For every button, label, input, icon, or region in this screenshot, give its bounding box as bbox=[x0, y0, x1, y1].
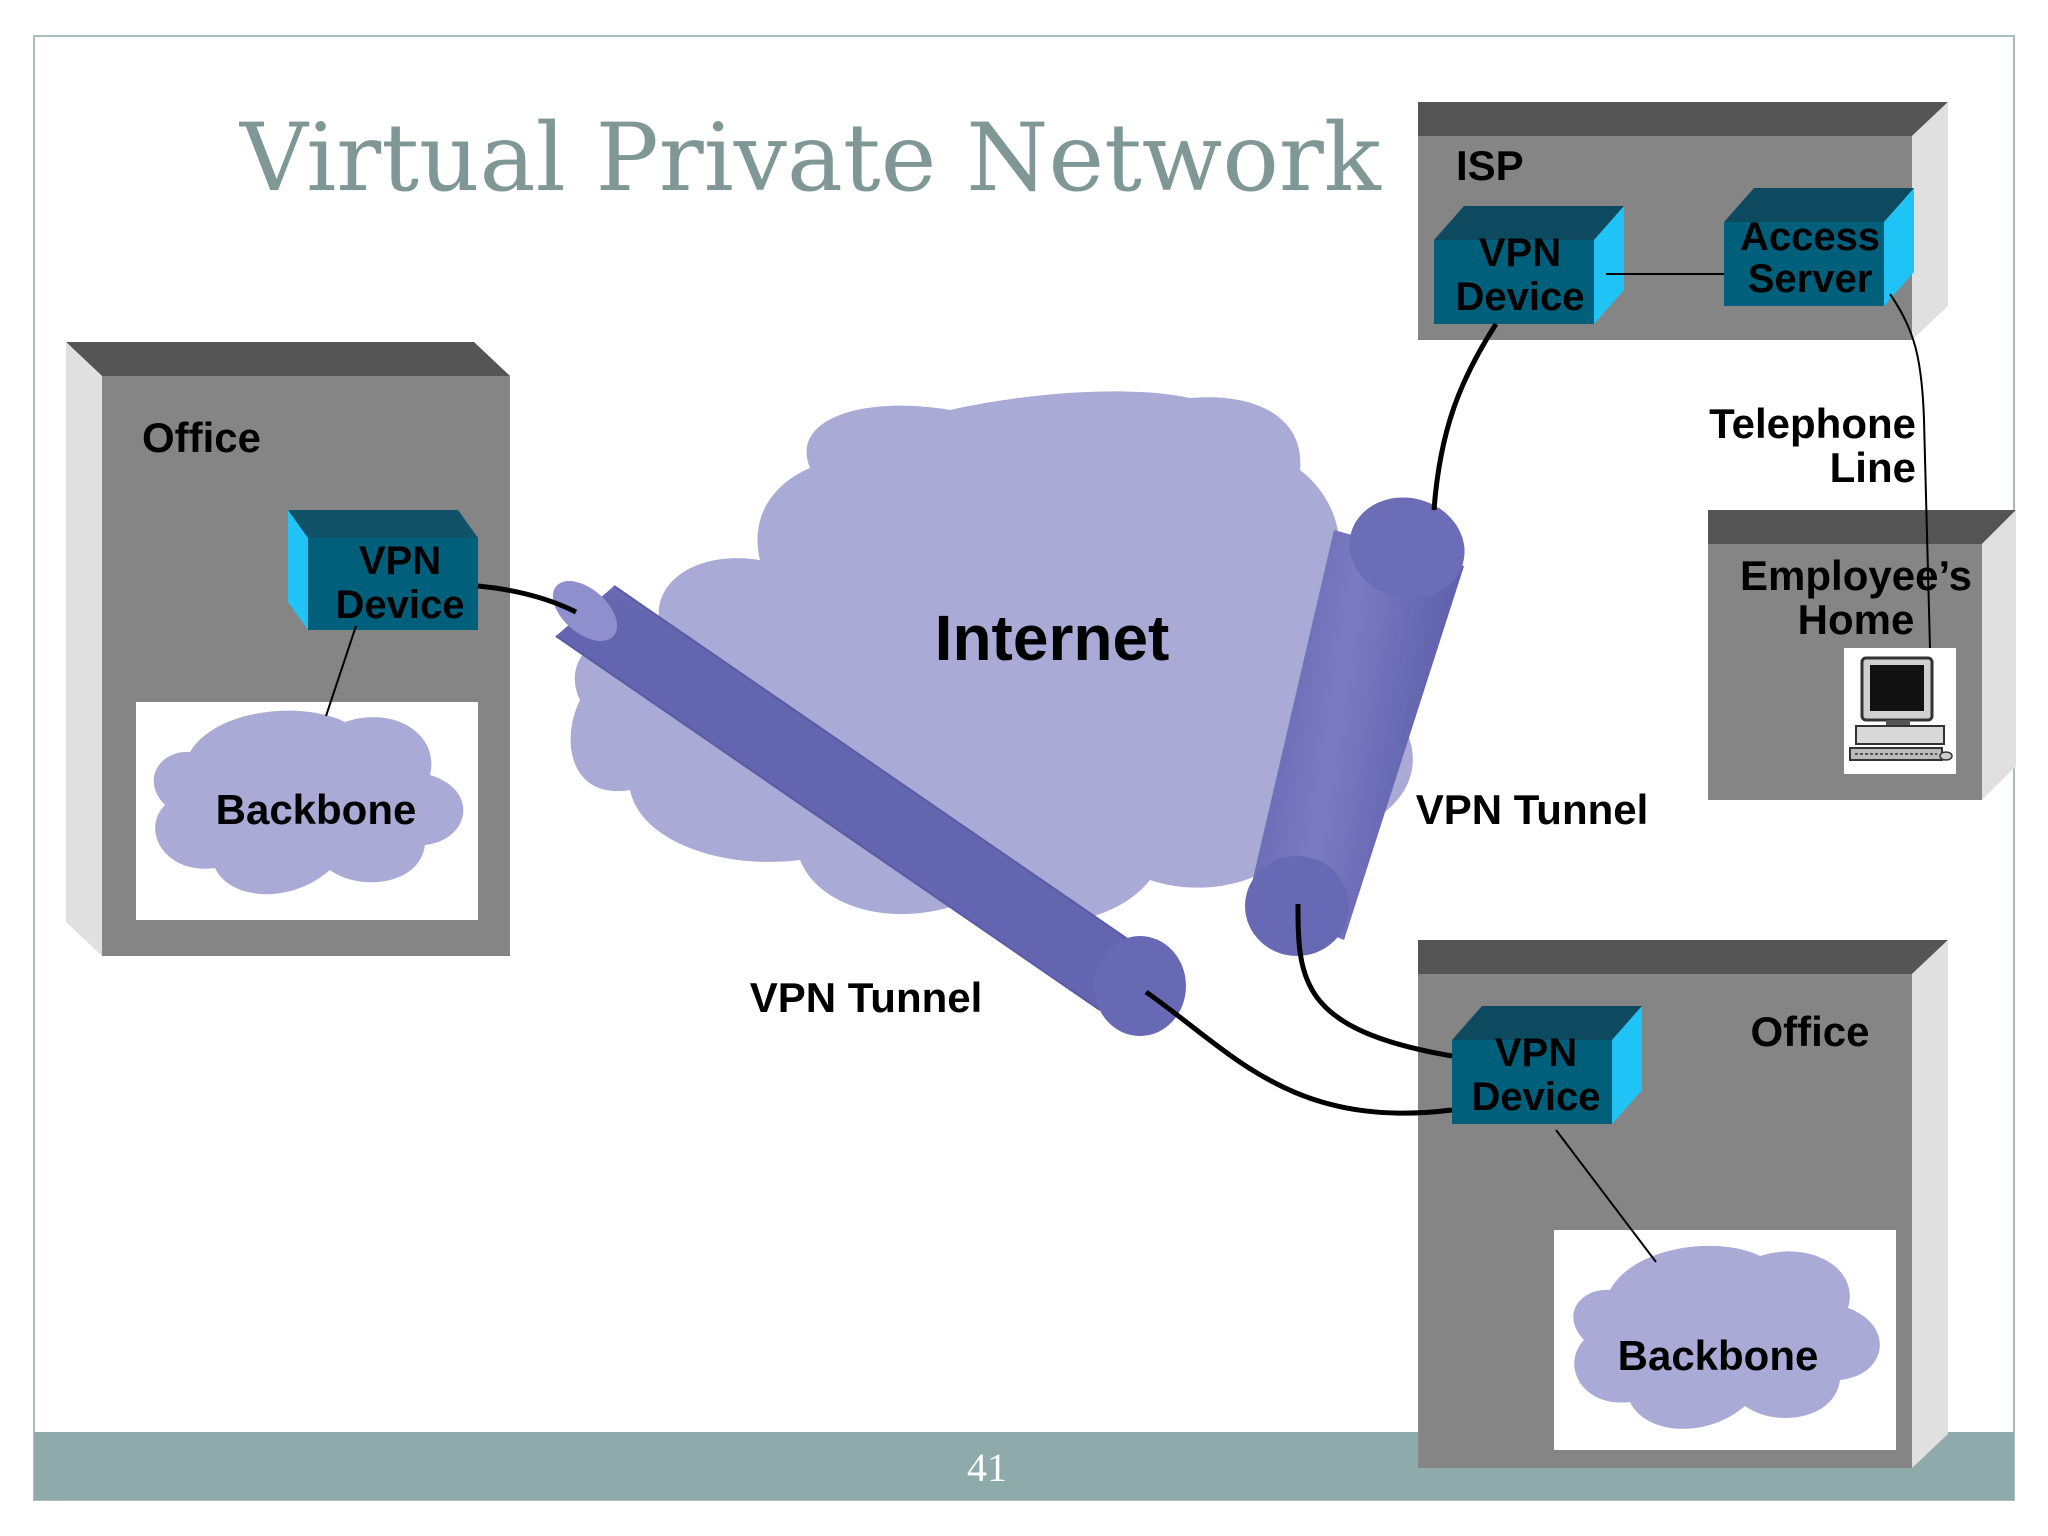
backbone-cloud-right bbox=[1573, 1245, 1880, 1429]
cable-tunnel-left-right-device bbox=[1144, 989, 1453, 1116]
cable-tunnel-right-isp-device bbox=[1431, 322, 1499, 511]
telephone-line-wire bbox=[1889, 293, 1931, 649]
link-left-device-backbone bbox=[325, 625, 357, 717]
access-server-line2: Server bbox=[1748, 257, 1873, 301]
backbone-cloud-left bbox=[153, 710, 464, 895]
telephone-line-label-1: Telephone bbox=[1709, 400, 1916, 447]
office-left: Office Backbone VPN Device bbox=[66, 342, 510, 956]
cable-tunnel-right-right-device bbox=[1295, 903, 1453, 1059]
isp-label: ISP bbox=[1456, 142, 1524, 189]
home-label-2: Home bbox=[1798, 596, 1915, 643]
page-number: 41 bbox=[967, 1445, 1007, 1490]
backbone-left-label: Backbone bbox=[216, 786, 417, 833]
vpn-tunnel-left-label: VPN Tunnel bbox=[750, 974, 983, 1021]
slide-title: Virtual Private Network bbox=[239, 104, 1382, 213]
vpn-device-right: VPN Device bbox=[1452, 1006, 1642, 1124]
backbone-right-label: Backbone bbox=[1618, 1332, 1819, 1379]
office-left-label: Office bbox=[142, 414, 261, 461]
internet-label: Internet bbox=[935, 602, 1170, 674]
home-box: Employee’s Home bbox=[1708, 510, 2016, 800]
vpn-device-right-line1: VPN bbox=[1495, 1031, 1577, 1075]
access-server-line1: Access bbox=[1740, 215, 1880, 259]
vpn-device-isp: VPN Device bbox=[1434, 206, 1624, 324]
vpn-device-right-line2: Device bbox=[1472, 1075, 1601, 1119]
vpn-tunnel-left bbox=[552, 581, 1186, 1036]
office-right: Office Backbone VPN Device bbox=[1418, 940, 1948, 1468]
cable-left-device-tunnel bbox=[477, 583, 578, 615]
computer-icon bbox=[1844, 648, 1956, 774]
vpn-device-isp-line2: Device bbox=[1456, 275, 1585, 319]
vpn-device-left-line2: Device bbox=[336, 583, 465, 627]
vpn-device-isp-line1: VPN bbox=[1479, 231, 1561, 275]
isp-box: ISP VPN Device Access Server bbox=[1418, 102, 1948, 340]
access-server: Access Server bbox=[1724, 188, 1914, 306]
telephone-line-label-2: Line bbox=[1830, 444, 1916, 491]
vpn-device-left-line1: VPN bbox=[359, 539, 441, 583]
vpn-tunnel-right-label: VPN Tunnel bbox=[1416, 786, 1649, 833]
home-label-1: Employee’s bbox=[1740, 552, 1972, 599]
office-right-label: Office bbox=[1750, 1008, 1869, 1055]
link-right-device-backbone bbox=[1555, 1129, 1657, 1263]
vpn-device-left: VPN Device bbox=[288, 510, 478, 630]
